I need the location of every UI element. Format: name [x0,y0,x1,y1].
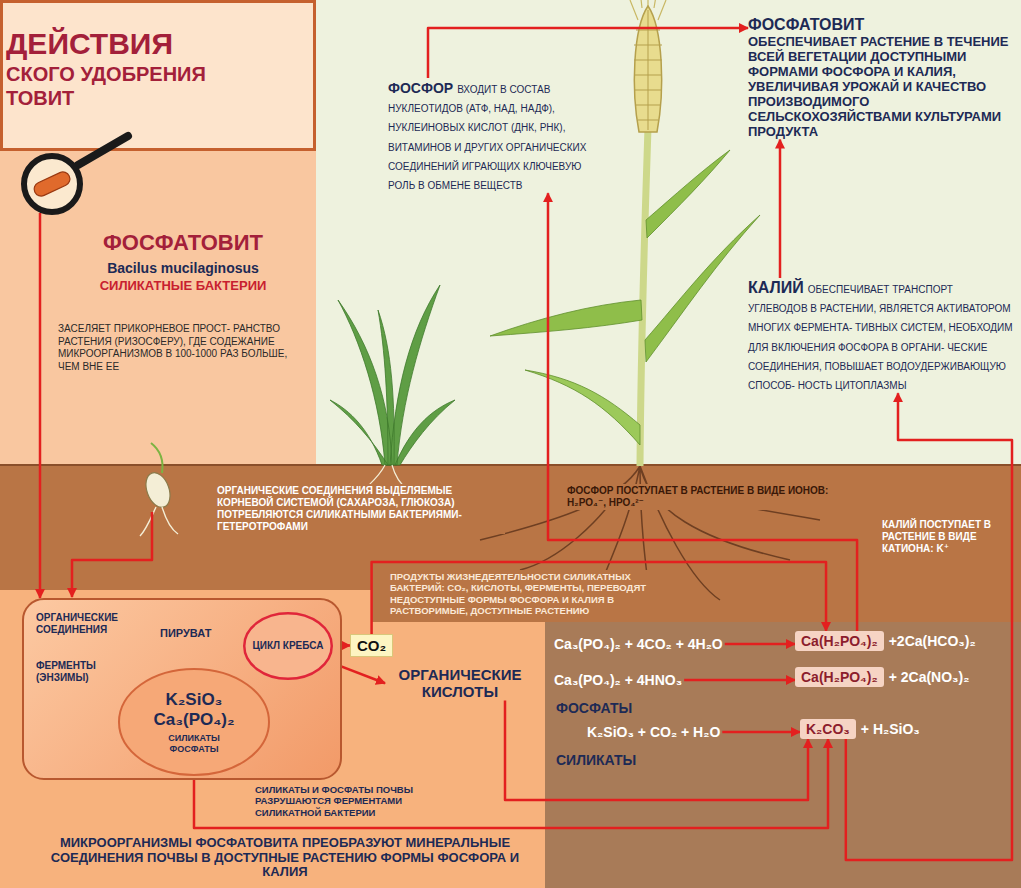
formula: Ca(H₂PO₄)₂ [801,669,878,685]
flow-arrow [722,731,800,734]
formula: Ca₃(PO₄)₂ + 4HNO₃ [554,672,682,688]
gas-box: CO₂ [350,634,393,657]
note-text: ОБЕСПЕЧИВАЕТ ТРАНСПОРТ УГЛЕВОДОВ В РАСТЕ… [748,284,1013,391]
product-name: ФОСФАТОВИТ [58,230,308,256]
reaction-byproduct: + 2Ca(NO₃)₂ [889,669,970,685]
note-text: ОБЕСПЕЧИВАЕТ РАСТЕНИЕ В ТЕЧЕНИЕ ВСЕЙ ВЕГ… [748,35,1013,140]
reaction-product: Ca(H₂PO₄)₂ [795,667,884,687]
reaction-product: K₂CO₃ [800,719,856,739]
lower-left-ground [0,590,545,888]
formula: K₂CO₃ [806,721,850,737]
acids-label: ОРГАНИЧЕСКИЕ КИСЛОТЫ [385,666,535,701]
reaction-ground [545,622,1021,888]
panel-note: ЗАСЕЛЯЕТ ПРИКОРНЕВОЕ ПРОСТ- РАНСТВО РАСТ… [58,323,308,373]
wheat-leaf [490,300,642,336]
wheat-ear [634,6,661,132]
soil-note: ФОСФОР ПОСТУПАЕТ В РАСТЕНИЕ В ВИДЕ ИОНОВ… [565,484,855,510]
soil-note: ПРОДУКТЫ ЖИЗНЕДЕЯТЕЛЬНОСТИ СИЛИКАТНЫХ БА… [388,570,688,618]
compound-label: ПИРУВАТ [160,627,211,639]
magnifier-lens [24,156,80,212]
flow-arrow [39,465,42,598]
flow-arrow [779,140,782,278]
flow-arrow [372,562,826,634]
reaction-reagents: Ca₃(PO₄)₂ + 4CO₂ + 4H₂O [552,636,725,652]
flow-arrow [846,393,1012,860]
seed-picture [142,469,175,510]
panel-ground [0,151,316,465]
flow-arrow [725,643,795,646]
wheat-leaf [525,370,640,445]
title-area [2,2,315,150]
bacteria-panel: ФОСФАТОВИТ Bacilus mucilaginosusСИЛИКАТНЫ… [0,150,316,465]
formula: K₂SiO₃ [166,690,223,710]
flow-arrow [548,193,857,631]
wheat-leaf [646,150,730,238]
wheat-stem [640,128,648,466]
wheat-leaf [645,215,760,362]
element-name: ФОСФОР [388,80,453,96]
soil-note: ОРГАНИЧЕСКИЕ СОЕДИНЕНИЯ ВЫДЕЛЯЕМЫЕ КОРНЕ… [215,484,505,534]
phosphorus-note: ФОСФОРВХОДИТ В СОСТАВ НУКЛЕОТИДОВ (АТФ, … [388,78,588,193]
cycle-name: ЦИКЛ КРЕБСА [252,640,323,652]
group-name: ФОСФАТЫ [556,700,632,716]
flow-arrow [684,679,795,682]
reaction-byproduct: + H₂SiO₃ [861,721,920,737]
soil-note: КАЛИЙ ПОСТУПАЕТ В РАСТЕНИЕ В ВИДЕ КАТИОН… [880,518,1005,556]
young-plant [330,285,455,465]
note-text: ВХОДИТ В СОСТАВ НУКЛЕОТИДОВ (АТФ, НАД, Н… [388,84,586,191]
compound-name: ФЕРМЕНТЫ (ЭНЗИМЫ) [36,660,121,684]
reaction-byproduct: +2Ca(HCO₃)₂ [889,633,976,649]
bacteria-type: СИЛИКАТНЫЕ БАКТЕРИИ [58,278,308,293]
species-name: Bacilus mucilaginosus [58,260,308,276]
diagram-title: ДЕЙСТВИЯ СКОГО УДОБРЕНИЯ ТОВИТ [6,26,246,110]
bacterium-cell: ОРГАНИЧЕСКИЕ СОЕДИНЕНИЯ ПИРУВАТ ЦИКЛ КРЕБС… [22,598,342,780]
flow-arrow [505,701,808,801]
soil-surface [0,464,1021,466]
reaction-reagents: Ca₃(PO₄)₂ + 4HNO₃ [552,672,684,688]
formula: K₂SiO₃ + CO₂ + H₂O [587,724,720,740]
magnifier-handle [78,136,128,165]
mineral-oval: K₂SiO₃Ca₃(PO₄)₂ СИЛИКАТЫ ФОСФАТЫ [118,668,270,776]
flow-arrow [428,28,748,78]
enzyme-label: ФЕРМЕНТЫ (ЭНЗИМЫ) [36,660,121,684]
formula: CO₂ [357,637,386,654]
outline-shape [119,669,269,775]
bacterium-picture [32,170,72,199]
cycle-circle: ЦИКЛ КРЕБСА [243,612,333,680]
seed-roots [140,507,178,536]
reaction-reagents: K₂SiO₃ + CO₂ + H₂O [585,724,722,740]
seed-sprout [151,443,163,473]
formula: Ca₃(PO₄)₂ [153,710,234,730]
leader-line [39,213,42,465]
reaction-product: Ca(H₂PO₄)₂ [795,631,884,651]
compound-name: ПИРУВАТ [160,627,211,639]
element-name: КАЛИЙ [748,279,804,296]
edge-label: СИЛИКАТЫ И ФОСФАТЫ ПОЧВЫ РАЗРУШАЮТСЯ ФЕР… [255,784,460,818]
compound-name: ОРГАНИЧЕСКИЕ КИСЛОТЫ [385,666,535,701]
group-name: СИЛИКАТЫ [556,752,636,768]
product-name: ФОСФАТОВИТ [748,16,1013,34]
diagram-caption: МИКРООРГАНИЗМЫ ФОСФАТОВИТА ПРЕОБРАЗУЮТ М… [40,836,530,880]
seed-flow-arrow [72,512,152,597]
sky-ground [0,0,1021,465]
formula: Ca₃(PO₄)₂ + 4CO₂ + 4H₂O [554,636,723,652]
compound-name: ОРГАНИЧЕСКИЕ СОЕДИНЕНИЯ [36,612,136,636]
potassium-note: КАЛИЙОБЕСПЕЧИВАЕТ ТРАНСПОРТ УГЛЕВОДОВ В … [748,278,1013,393]
formula: Ca(H₂PO₄)₂ [801,633,878,649]
outline-shape [244,613,332,679]
compound-label: ОРГАНИЧЕСКИЕ СОЕДИНЕНИЯ [36,612,136,636]
mineral-class: СИЛИКАТЫ ФОСФАТЫ [158,733,230,755]
result-note: ФОСФАТОВИТОБЕСПЕЧИВАЕТ РАСТЕНИЕ В ТЕЧЕНИ… [748,16,1013,140]
